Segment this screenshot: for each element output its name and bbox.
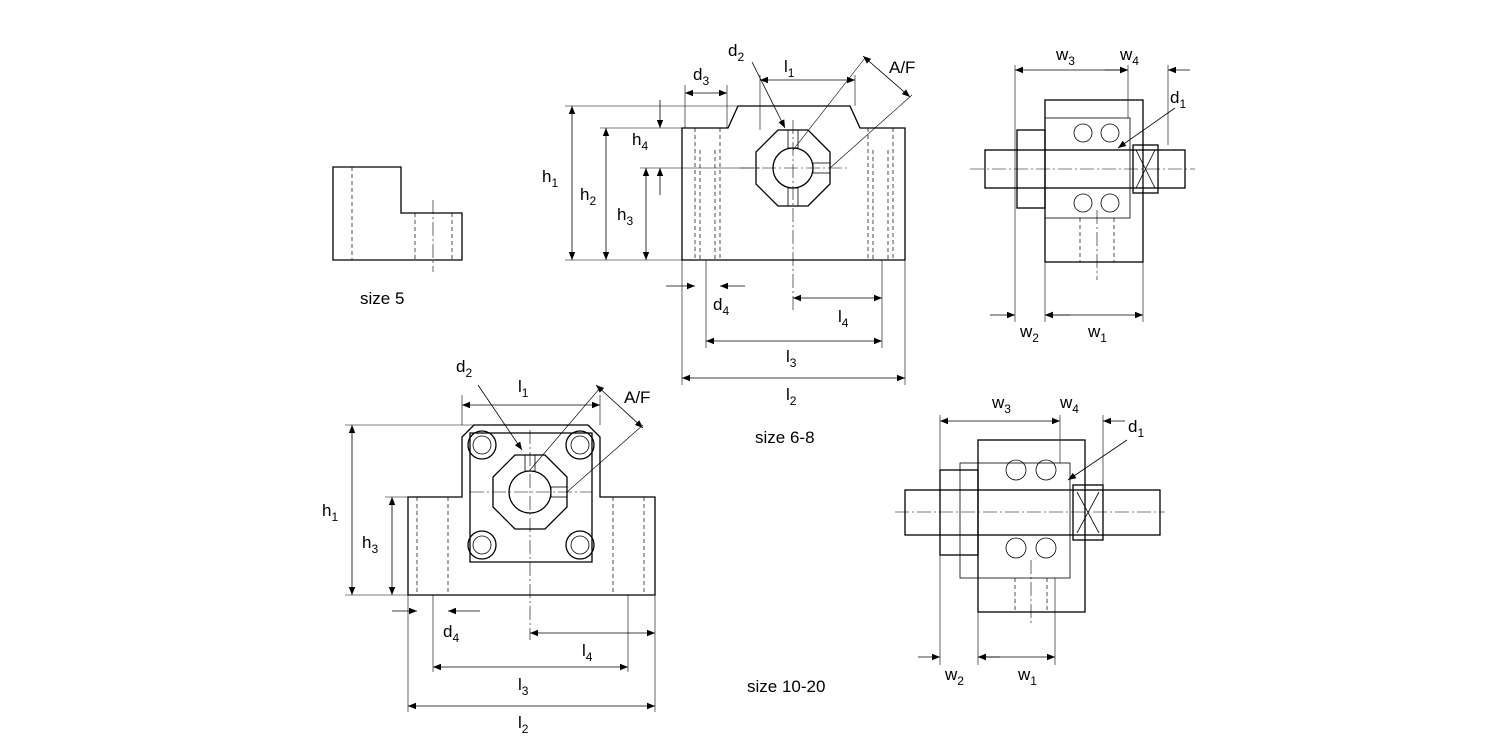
dimension-index: 3 <box>371 542 378 556</box>
dimension-label-w1: w1 <box>1017 665 1037 688</box>
dimension-symbol: l <box>838 307 842 326</box>
dimension-index: 4 <box>842 316 849 330</box>
dimension-index: 1 <box>1137 426 1144 440</box>
dimension-label-h1: h1 <box>542 167 558 190</box>
dimension-symbol: d <box>728 41 737 60</box>
caption-size-5: size 5 <box>360 289 404 308</box>
dimension-label-d1: d1 <box>1170 88 1186 111</box>
size-10-20-side-view: w3 w4 d1 w2 w1 <box>895 393 1165 688</box>
dimension-index: 2 <box>790 394 797 408</box>
dimension-symbol: h <box>362 533 371 552</box>
dimension-symbol: h <box>322 501 331 520</box>
dimension-label-w3: w3 <box>991 393 1011 416</box>
dimension-symbol: d <box>443 622 452 641</box>
size-10-20-front-view: h1 h3 d2 l1 A/F d4 l4 l3 l2 size 10-20 <box>322 357 825 736</box>
dimension-index: 4 <box>1072 402 1079 416</box>
dimension-index: 3 <box>1004 402 1011 416</box>
dimension-label-l3: l3 <box>518 675 529 698</box>
size-5-view: size 5 <box>332 166 463 308</box>
dimension-label-h4: h4 <box>632 130 648 153</box>
dimension-index: 4 <box>452 631 459 645</box>
dimension-index: 2 <box>737 50 744 64</box>
dimension-label-d1: d1 <box>1128 417 1144 440</box>
dimension-label-l2: l2 <box>518 713 529 736</box>
dimension-label-w4: w4 <box>1119 45 1139 68</box>
dimension-symbol: w <box>944 665 958 684</box>
dimension-index: 2 <box>522 722 529 736</box>
dimension-label-af: A/F <box>624 388 650 407</box>
dimension-symbol: w <box>1019 322 1033 341</box>
dimension-label-w2: w2 <box>944 665 964 688</box>
dimension-index: 1 <box>331 510 338 524</box>
size-6-8-front-view: h1 h2 h3 h4 d3 d2 l1 A/F d4 l4 l3 l2 siz… <box>542 41 915 447</box>
dimension-symbol: d <box>1128 417 1137 436</box>
dimension-symbol: l <box>786 385 790 404</box>
dimension-index: 3 <box>626 214 633 228</box>
dimension-symbol: h <box>542 167 551 186</box>
dimension-label-h3: h3 <box>362 533 378 556</box>
dimension-symbol: A/F <box>624 388 650 407</box>
dimension-symbol: l <box>518 675 522 694</box>
dimension-label-w2: w2 <box>1019 322 1039 345</box>
dimension-label-d2: d2 <box>728 41 744 64</box>
dimension-index: 2 <box>589 194 596 208</box>
dimension-label-d4: d4 <box>443 622 459 645</box>
dimension-symbol: h <box>617 205 626 224</box>
dimension-label-l1: l1 <box>518 377 529 400</box>
dimension-symbol: w <box>1017 665 1031 684</box>
dimension-index: 1 <box>522 386 529 400</box>
dimension-index: 2 <box>957 674 964 688</box>
dimension-label-h2: h2 <box>580 185 596 208</box>
dimension-symbol: d <box>713 295 722 314</box>
dimension-symbol: d <box>1170 88 1179 107</box>
dimension-label-d4: d4 <box>713 295 729 318</box>
dimension-index: 3 <box>1068 54 1075 68</box>
dimension-symbol: l <box>518 377 522 396</box>
dimension-symbol: l <box>786 347 790 366</box>
dimension-index: 3 <box>702 74 709 88</box>
dimension-label-l3: l3 <box>786 347 797 370</box>
dimension-label-w3: w3 <box>1055 45 1075 68</box>
dimension-symbol: h <box>580 185 589 204</box>
dimension-symbol: l <box>582 641 586 660</box>
dimension-symbol: w <box>1059 393 1073 412</box>
dimension-symbol: A/F <box>889 58 915 77</box>
dimension-label-d2: d2 <box>456 357 472 380</box>
dimension-label-l2: l2 <box>786 385 797 408</box>
dimension-label-l4: l4 <box>838 307 849 330</box>
dimension-index: 1 <box>1179 97 1186 111</box>
dimension-label-h3: h3 <box>617 205 633 228</box>
dimension-symbol: l <box>518 713 522 732</box>
dimension-symbol: l <box>784 57 788 76</box>
caption-size-6-8: size 6-8 <box>755 428 815 447</box>
dimension-symbol: w <box>991 393 1005 412</box>
dimension-index: 1 <box>1100 331 1107 345</box>
dimension-index: 4 <box>722 304 729 318</box>
dimension-index: 3 <box>790 356 797 370</box>
dimension-index: 1 <box>788 66 795 80</box>
dimension-label-w1: w1 <box>1087 322 1107 345</box>
dimension-label-l4: l4 <box>582 641 593 664</box>
dimension-index: 3 <box>522 684 529 698</box>
dimension-symbol: d <box>693 65 702 84</box>
dimension-index: 2 <box>1032 331 1039 345</box>
dimension-label-l1: l1 <box>784 57 795 80</box>
dimension-index: 2 <box>465 366 472 380</box>
caption-size-10-20: size 10-20 <box>747 677 825 696</box>
dimension-label-af: A/F <box>889 58 915 77</box>
dimension-label-h1: h1 <box>322 501 338 524</box>
dimension-symbol: h <box>632 130 641 149</box>
size-6-8-side-view: w3 w4 d1 w2 w1 <box>970 45 1195 345</box>
dimension-index: 4 <box>586 650 593 664</box>
dimension-index: 4 <box>1132 54 1139 68</box>
dimension-label-w4: w4 <box>1059 393 1079 416</box>
dimension-index: 1 <box>1030 674 1037 688</box>
dimension-symbol: w <box>1087 322 1101 341</box>
dimension-label-d3: d3 <box>693 65 709 88</box>
dimension-index: 4 <box>641 139 648 153</box>
dimension-symbol: d <box>456 357 465 376</box>
dimension-symbol: w <box>1055 45 1069 64</box>
dimension-symbol: w <box>1119 45 1133 64</box>
dimension-index: 1 <box>551 176 558 190</box>
